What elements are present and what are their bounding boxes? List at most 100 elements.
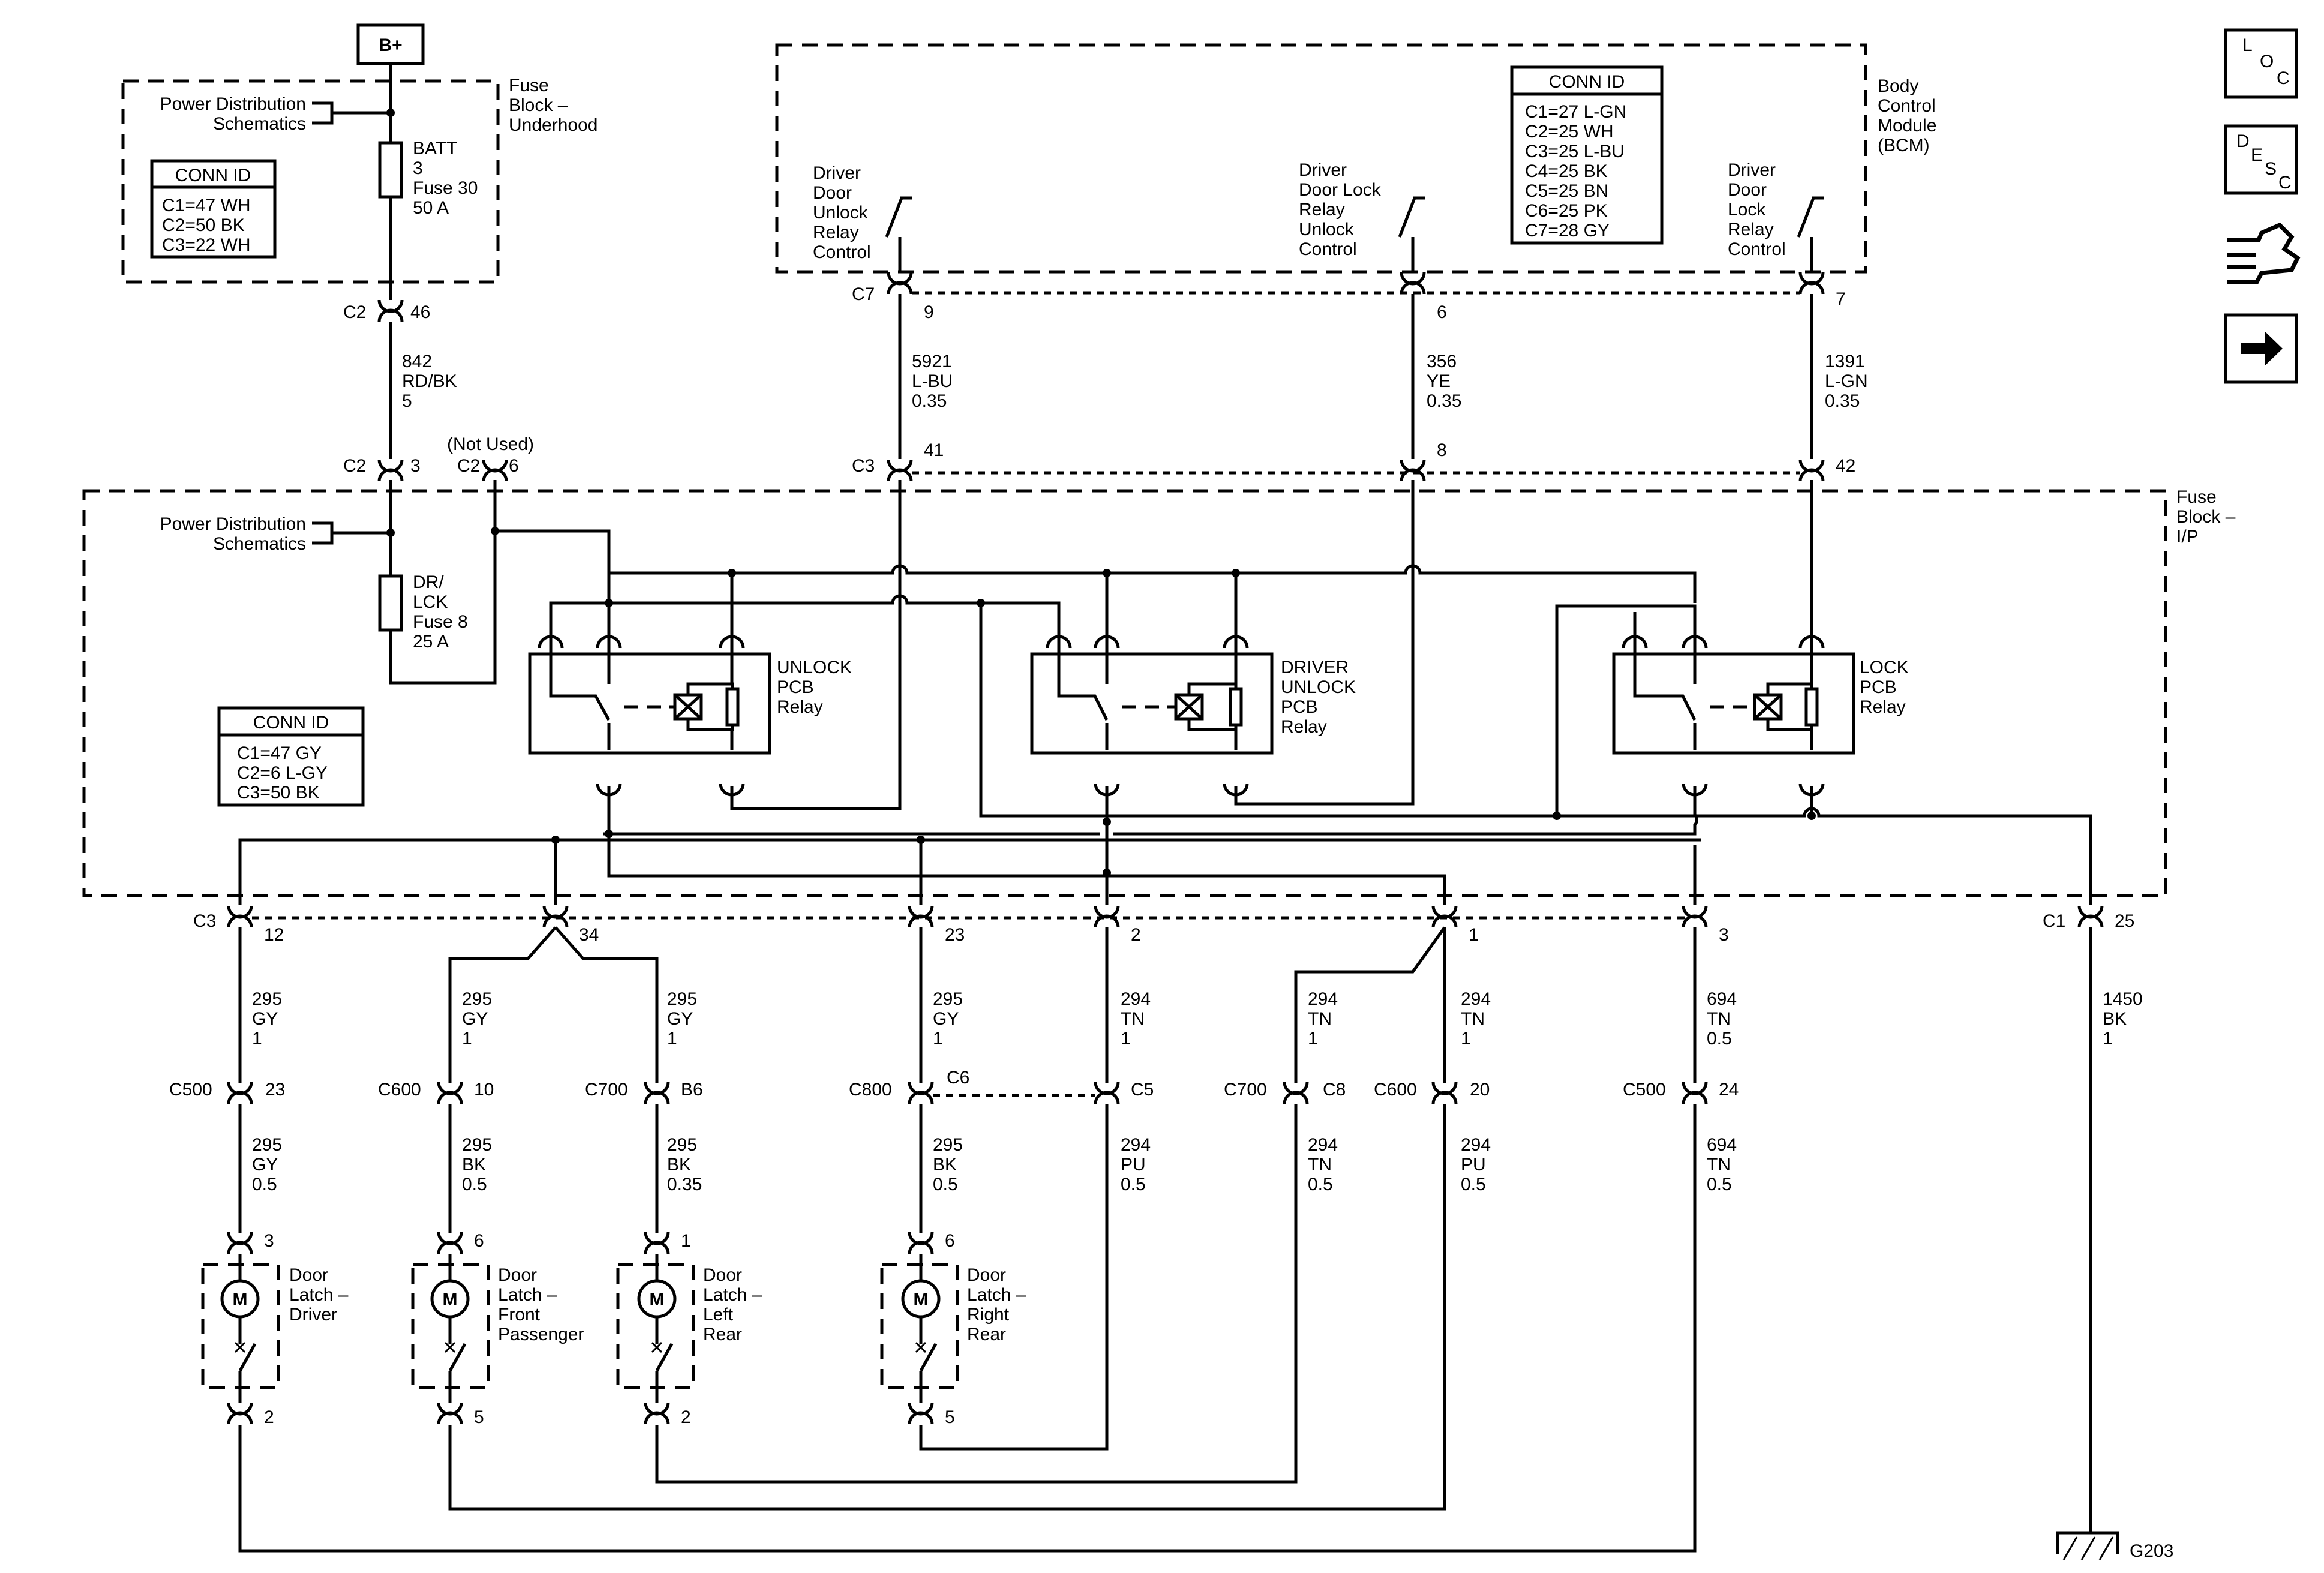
svg-text:23: 23 bbox=[945, 925, 965, 945]
svg-text:BK: BK bbox=[2103, 1009, 2127, 1029]
svg-text:RD/BK: RD/BK bbox=[402, 371, 457, 391]
loc-button[interactable]: L O C bbox=[2224, 28, 2298, 99]
wire-295-gy-0-5: 295 GY 0.5 bbox=[238, 1104, 282, 1233]
svg-text:Module: Module bbox=[1878, 116, 1936, 136]
power-distribution-ref-top: Power Distribution Schematics bbox=[160, 94, 391, 134]
svg-text:Power Distribution: Power Distribution bbox=[160, 94, 306, 114]
ground-g203-label: G203 bbox=[2130, 1541, 2173, 1561]
svg-text:294: 294 bbox=[1461, 1135, 1491, 1155]
svg-text:C2: C2 bbox=[343, 302, 366, 322]
svg-text:Schematics: Schematics bbox=[213, 534, 306, 554]
wire-294-pu-c5: 294 PU 0.5 bbox=[919, 1104, 1151, 1451]
svg-text:TN: TN bbox=[1707, 1155, 1731, 1175]
bcm-switch-driver-door-unlock: Driver Door Unlock Relay Control bbox=[813, 163, 912, 273]
svg-text:23: 23 bbox=[265, 1080, 285, 1100]
connector-c3-upper: C3 41 8 42 bbox=[852, 440, 1855, 481]
bcm-title: Body Control Module (BCM) bbox=[1878, 76, 1936, 155]
svg-text:C2: C2 bbox=[343, 456, 366, 476]
svg-text:0.35: 0.35 bbox=[1427, 391, 1461, 411]
svg-text:C700: C700 bbox=[585, 1080, 628, 1100]
svg-text:2: 2 bbox=[1131, 925, 1141, 945]
svg-text:GY: GY bbox=[667, 1009, 693, 1029]
svg-text:842: 842 bbox=[402, 352, 432, 371]
svg-text:UNLOCK: UNLOCK bbox=[1281, 677, 1356, 697]
svg-text:2: 2 bbox=[264, 1407, 274, 1427]
svg-text:Control: Control bbox=[1728, 239, 1786, 259]
svg-text:PCB: PCB bbox=[1860, 677, 1897, 697]
svg-text:694: 694 bbox=[1707, 989, 1737, 1009]
svg-text:TN: TN bbox=[1461, 1009, 1485, 1029]
svg-text:356: 356 bbox=[1427, 352, 1457, 371]
svg-text:TN: TN bbox=[1707, 1009, 1731, 1029]
svg-text:0.5: 0.5 bbox=[1308, 1175, 1333, 1194]
svg-text:1: 1 bbox=[1308, 1029, 1318, 1049]
fuse-block-underhood-title: Fuse Block – Underhood bbox=[509, 76, 597, 135]
svg-text:1: 1 bbox=[2103, 1029, 2113, 1049]
svg-text:E: E bbox=[2251, 145, 2263, 165]
connector-c2-6-not-used: (Not Used) C2 6 bbox=[447, 434, 534, 481]
svg-text:C2=6 L-GY: C2=6 L-GY bbox=[237, 763, 328, 783]
svg-text:295: 295 bbox=[252, 989, 282, 1009]
svg-text:BK: BK bbox=[933, 1155, 957, 1175]
wire-694-tn-0-5: 694 TN 0.5 bbox=[238, 1104, 1737, 1553]
svg-text:Schematics: Schematics bbox=[213, 114, 306, 134]
svg-text:Relay: Relay bbox=[1860, 697, 1906, 717]
svg-text:S: S bbox=[2265, 159, 2277, 179]
svg-text:C: C bbox=[2278, 173, 2292, 193]
svg-text:C3: C3 bbox=[852, 456, 875, 476]
svg-text:C7: C7 bbox=[852, 284, 875, 304]
connector-end-view-icon[interactable] bbox=[2227, 222, 2301, 284]
svg-text:294: 294 bbox=[1121, 1135, 1151, 1155]
svg-text:6: 6 bbox=[945, 1231, 955, 1251]
svg-text:50 A: 50 A bbox=[413, 198, 449, 218]
svg-text:5921: 5921 bbox=[912, 352, 952, 371]
svg-text:0.5: 0.5 bbox=[462, 1175, 487, 1194]
svg-text:Rear: Rear bbox=[703, 1325, 742, 1344]
svg-text:LCK: LCK bbox=[413, 592, 448, 612]
svg-text:295: 295 bbox=[462, 989, 492, 1009]
door-latch-driver: M 3 2 Door Latch – Driver bbox=[201, 1231, 349, 1427]
svg-text:0.5: 0.5 bbox=[1121, 1175, 1146, 1194]
svg-text:25 A: 25 A bbox=[413, 632, 449, 652]
wire-294-split: 294 TN 1 294 TN 1 bbox=[1294, 926, 1491, 1083]
desc-button[interactable]: D E S C bbox=[2224, 124, 2298, 195]
svg-text:0.5: 0.5 bbox=[1461, 1175, 1486, 1194]
svg-text:294: 294 bbox=[1461, 989, 1491, 1009]
wire-1391: 1391 L-GN 0.35 bbox=[1810, 294, 1868, 459]
wire-295-bk-0-35: 295 BK 0.35 bbox=[655, 1104, 702, 1233]
bcm-conn-id: CONN ID C1=27 L-GN C2=25 WH C3=25 L-BU C… bbox=[1510, 65, 1664, 245]
svg-text:3: 3 bbox=[413, 158, 423, 178]
svg-text:Control: Control bbox=[1878, 96, 1936, 116]
svg-text:C3: C3 bbox=[193, 911, 216, 931]
connector-c1-25: C1 25 bbox=[2043, 906, 2134, 931]
svg-text:C2=25 WH: C2=25 WH bbox=[1525, 122, 1614, 142]
svg-text:YE: YE bbox=[1427, 371, 1451, 391]
svg-text:BK: BK bbox=[667, 1155, 691, 1175]
svg-text:294: 294 bbox=[1308, 1135, 1338, 1155]
svg-text:Front: Front bbox=[498, 1305, 541, 1325]
svg-text:0.5: 0.5 bbox=[933, 1175, 958, 1194]
svg-text:LOCK: LOCK bbox=[1860, 658, 1909, 677]
door-latch-front-passenger: M 6 5 Door Latch – Front Passenger bbox=[411, 1231, 584, 1427]
svg-text:6: 6 bbox=[1437, 302, 1447, 322]
svg-text:1: 1 bbox=[462, 1029, 472, 1049]
svg-text:C4=25 BK: C4=25 BK bbox=[1525, 161, 1608, 181]
fuse-block-underhood-conn-id: CONN ID C1=47 WH C2=50 BK C3=22 WH bbox=[150, 159, 277, 259]
relay-lock-pcb: LOCK PCB Relay bbox=[1612, 637, 1909, 795]
svg-text:C5: C5 bbox=[1131, 1080, 1154, 1100]
fuse-block-ip-title: Fuse Block – I/P bbox=[2176, 487, 2236, 547]
svg-text:0.5: 0.5 bbox=[252, 1175, 277, 1194]
wire-295-driver-upper: 295 GY 1 bbox=[238, 927, 282, 1083]
next-page-arrow-icon[interactable] bbox=[2224, 313, 2298, 384]
wire-842: 842 RD/BK 5 bbox=[389, 322, 457, 459]
svg-text:C8: C8 bbox=[1323, 1080, 1346, 1100]
relay-unlock-pcb: UNLOCK PCB Relay bbox=[528, 637, 852, 795]
svg-text:L: L bbox=[2242, 35, 2253, 55]
svg-text:C1=27 L-GN: C1=27 L-GN bbox=[1525, 102, 1626, 122]
svg-text:295: 295 bbox=[933, 1135, 963, 1155]
svg-text:I/P: I/P bbox=[2176, 527, 2199, 547]
svg-text:Driver: Driver bbox=[1299, 160, 1347, 180]
svg-text:Rear: Rear bbox=[967, 1325, 1006, 1344]
svg-text:Left: Left bbox=[703, 1305, 734, 1325]
